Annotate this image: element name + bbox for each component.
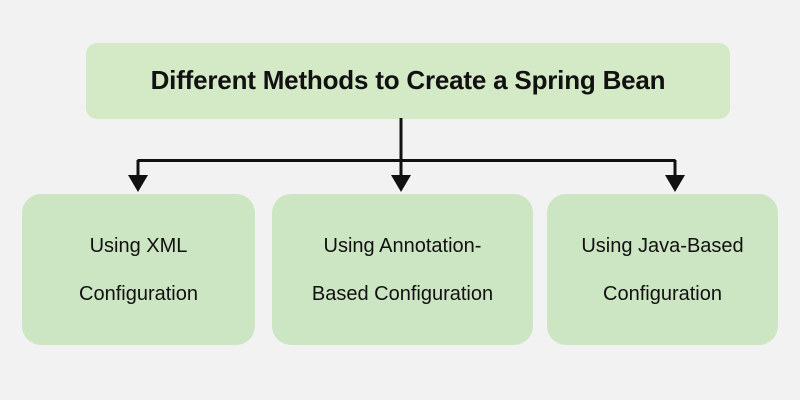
arrowhead-left-icon <box>128 175 148 192</box>
leaf-node-label: Using Annotation- Based Configuration <box>300 222 505 318</box>
leaf-node-label: Using Java-Based Configuration <box>569 222 755 318</box>
leaf-node-java-based-configuration: Using Java-Based Configuration <box>547 194 778 345</box>
leaf-node-label-line2: Configuration <box>79 282 198 305</box>
arrowhead-center-icon <box>391 175 411 192</box>
leaf-node-label-line1: Using Java-Based <box>581 234 744 257</box>
title-node: Different Methods to Create a Spring Bea… <box>86 43 730 119</box>
leaf-node-label-line2: Based Configuration <box>311 282 494 305</box>
leaf-node-label: Using XML Configuration <box>67 222 210 318</box>
leaf-node-label-line1: Using Annotation- <box>323 234 482 257</box>
leaf-node-label-line1: Using XML <box>89 234 188 257</box>
leaf-node-xml-configuration: Using XML Configuration <box>22 194 255 345</box>
arrowhead-right-icon <box>665 175 685 192</box>
leaf-node-annotation-based-configuration: Using Annotation- Based Configuration <box>272 194 533 345</box>
leaf-node-label-line2: Configuration <box>603 282 722 305</box>
title-node-label: Different Methods to Create a Spring Bea… <box>150 65 666 96</box>
